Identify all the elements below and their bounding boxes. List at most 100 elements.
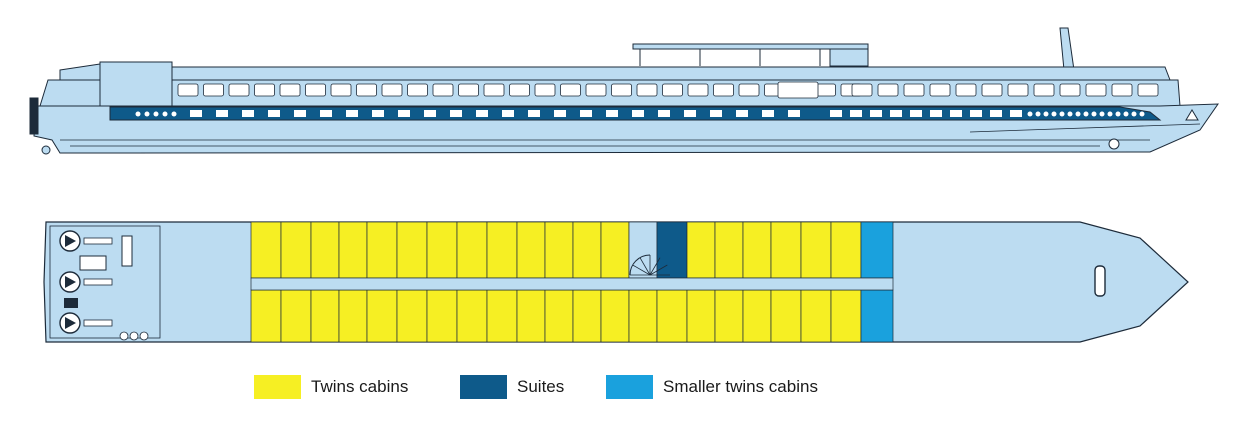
cabin-top-16 — [686, 221, 716, 279]
upper-window — [713, 83, 734, 97]
porthole — [1131, 111, 1137, 117]
upper-window — [432, 83, 454, 97]
upper-window — [356, 83, 377, 97]
cabin-top-18 — [742, 221, 772, 279]
cabin-window — [890, 110, 902, 117]
cabin-bottom-3 — [310, 289, 340, 343]
cabin-bottom-22 — [860, 289, 894, 343]
mast — [1059, 27, 1075, 71]
upper-window — [877, 83, 899, 97]
upper-window — [738, 83, 760, 97]
cabin-window — [950, 110, 962, 117]
pump-2 — [129, 331, 139, 341]
cabin-bottom-15 — [656, 289, 688, 343]
cabin-window — [398, 110, 410, 117]
cabin-top-22 — [860, 221, 894, 279]
cabin-bottom-20 — [800, 289, 832, 343]
cabin-window — [268, 110, 280, 117]
porthole — [1115, 111, 1121, 117]
upper-window — [611, 83, 632, 97]
porthole — [1123, 111, 1129, 117]
porthole — [135, 111, 141, 117]
upper-window — [1033, 83, 1055, 97]
legend-swatch-twins — [254, 375, 301, 399]
cabin-top-11 — [544, 221, 574, 279]
deck-plan — [43, 221, 1189, 343]
cabin-window — [910, 110, 922, 117]
upper-window — [929, 83, 951, 97]
cabin-window — [606, 110, 618, 117]
cabin-bottom-14 — [628, 289, 658, 343]
cabin-window — [632, 110, 644, 117]
upper-window — [815, 83, 836, 97]
upper-window — [662, 83, 683, 97]
cabin-window — [346, 110, 358, 117]
cabin-window — [554, 110, 566, 117]
engine-arrow-2 — [65, 276, 76, 288]
legend-item-smaller-twins: Smaller twins cabins — [606, 374, 818, 400]
cabin-window — [580, 110, 592, 117]
cabin-top-5 — [366, 221, 398, 279]
cabin-bottom-16 — [686, 289, 716, 343]
cabin-top-19 — [770, 221, 802, 279]
control-unit — [64, 298, 78, 308]
legend-swatch-suites — [460, 375, 507, 399]
generator — [79, 255, 107, 271]
upper-window — [1085, 83, 1107, 97]
upper-window — [203, 83, 224, 97]
cabin-bottom-18 — [742, 289, 772, 343]
porthole — [1051, 111, 1057, 117]
porthole — [1035, 111, 1041, 117]
cabin-window — [372, 110, 384, 117]
cabin-window — [476, 110, 488, 117]
upper-window — [903, 83, 925, 97]
porthole — [1067, 111, 1073, 117]
cabin-top-8 — [456, 221, 488, 279]
legend-swatch-smaller-twins — [606, 375, 653, 399]
upper-superstructure — [59, 63, 1171, 81]
porthole — [1075, 111, 1081, 117]
staircase-arc — [629, 254, 651, 276]
cabin-top-14 — [628, 221, 658, 279]
upper-window — [981, 83, 1003, 97]
upper-window — [687, 83, 709, 97]
porthole — [153, 111, 159, 117]
aft-tower — [99, 61, 173, 107]
cabin-window — [190, 110, 202, 117]
cabin-bottom-9 — [486, 289, 518, 343]
cabin-top-21 — [830, 221, 862, 279]
cabin-top-15 — [656, 221, 688, 279]
upper-window — [851, 83, 873, 97]
stair-step — [632, 264, 651, 276]
engine-symbols — [59, 230, 149, 341]
cabin-bottom-11 — [544, 289, 574, 343]
porthole — [1043, 111, 1049, 117]
legend-item-twins: Twins cabins — [254, 374, 408, 400]
porthole — [1059, 111, 1065, 117]
upper-window — [177, 83, 199, 97]
stair-step — [649, 264, 668, 276]
upper-window — [305, 83, 326, 97]
cabin-window — [424, 110, 436, 117]
stern-detail — [29, 97, 39, 135]
cabin-top-10 — [516, 221, 546, 279]
cabin-bottom-7 — [426, 289, 458, 343]
porthole — [1027, 111, 1033, 117]
porthole — [162, 111, 168, 117]
upper-window — [585, 83, 607, 97]
engine-shaft-2 — [83, 278, 113, 286]
cabin-top-7 — [426, 221, 458, 279]
cabin-window — [736, 110, 748, 117]
upper-window — [534, 83, 556, 97]
upper-window — [279, 83, 301, 97]
upper-window — [1111, 83, 1133, 97]
cabin-window — [788, 110, 800, 117]
cabin-window — [870, 110, 882, 117]
upper-window — [458, 83, 479, 97]
upper-window — [483, 83, 505, 97]
cabin-window — [216, 110, 228, 117]
tank — [121, 235, 133, 267]
upper-window — [509, 83, 530, 97]
upper-window — [228, 83, 250, 97]
